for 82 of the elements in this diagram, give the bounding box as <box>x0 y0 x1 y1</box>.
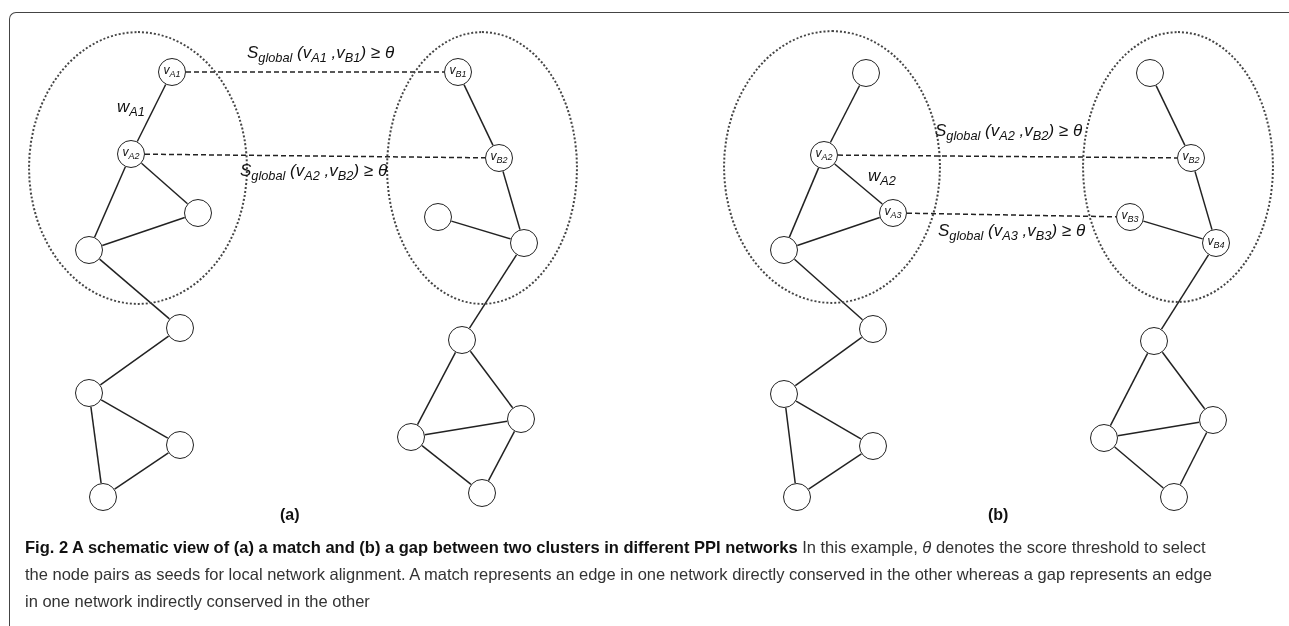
edge-line <box>1160 254 1210 330</box>
vertex-node: v$_{A2}$ <box>810 141 838 169</box>
edge-line <box>1117 421 1200 437</box>
edge-line <box>468 254 518 329</box>
circle-node <box>507 405 535 433</box>
edge-line <box>1113 446 1165 489</box>
circle-node <box>859 432 887 460</box>
circle-node <box>89 483 117 511</box>
edge-label: S$_{global}$ (v$_{A2}$ ,v$_{B2}$) ≥ θ <box>935 122 1083 144</box>
edge-label: w$_{A1}$ <box>117 98 145 120</box>
vertex-node: v$_{B2}$ <box>1177 144 1205 172</box>
edge-line <box>140 162 189 205</box>
dashed-link <box>185 71 445 73</box>
edge-line <box>93 166 127 238</box>
edge-line <box>1161 351 1206 410</box>
vertex-node: v$_{A3}$ <box>879 199 907 227</box>
edge-line <box>793 258 864 321</box>
circle-node <box>75 236 103 264</box>
circle-node <box>1199 406 1227 434</box>
figure-caption: Fig. 2 A schematic view of (a) a match and (b) a gap between two clusters in different PPI networks In this example, θ denotes the score threshold to select the node pairs as seeds for local network alignment. A match represents an edge in one network directly conserved in the other whereas a gap represents an edge in one network indirectly conserved in the other <box>25 537 1213 612</box>
circle-node <box>1090 424 1118 452</box>
edge-label: w$_{A2}$ <box>868 167 896 189</box>
edge-line <box>788 167 820 238</box>
circle-node <box>75 379 103 407</box>
circle-node <box>1140 327 1168 355</box>
edge-line <box>90 406 102 484</box>
dashed-link <box>837 154 1178 159</box>
circle-node <box>510 229 538 257</box>
edge-line <box>807 453 863 490</box>
circle-node <box>166 431 194 459</box>
vertex-node: v$_{A1}$ <box>158 58 186 86</box>
edge-line <box>1109 352 1149 427</box>
edge-line <box>99 335 170 386</box>
edge-line <box>421 444 472 486</box>
edge-line <box>502 170 521 231</box>
panel-label: (a) <box>280 506 300 524</box>
edge-line <box>1142 220 1204 240</box>
vertex-node: v$_{B4}$ <box>1202 229 1230 257</box>
panel-label: (b) <box>988 506 1009 524</box>
edge-line <box>833 163 884 205</box>
edge-line <box>795 400 862 440</box>
edge-line <box>113 452 170 490</box>
dashed-link <box>906 212 1117 218</box>
edge-label: S$_{global}$ (v$_{A1}$ ,v$_{B1}$) ≥ θ <box>247 44 395 66</box>
circle-node <box>468 479 496 507</box>
edge-line <box>469 350 514 409</box>
edge-line <box>450 220 512 240</box>
circle-node <box>424 203 452 231</box>
edge-line <box>98 258 171 320</box>
edge-line <box>794 336 863 387</box>
edge-label: S$_{global}$ (v$_{A3}$ ,v$_{B3}$) ≥ θ <box>938 222 1086 244</box>
edge-line <box>796 216 881 247</box>
dashed-link <box>144 153 486 159</box>
circle-node <box>852 59 880 87</box>
edge-line <box>487 430 516 482</box>
edge-line <box>416 351 457 426</box>
circle-node <box>184 199 212 227</box>
circle-node <box>1136 59 1164 87</box>
vertex-node: v$_{B1}$ <box>444 58 472 86</box>
edge-line <box>1155 84 1186 147</box>
cluster-ellipse <box>386 31 578 305</box>
circle-node <box>770 380 798 408</box>
edge-line <box>424 420 508 436</box>
circle-node <box>448 326 476 354</box>
vertex-node: v$_{B3}$ <box>1116 203 1144 231</box>
edge-line <box>1179 431 1208 486</box>
circle-node <box>859 315 887 343</box>
edge-line <box>1194 170 1213 231</box>
edge-line <box>100 399 169 439</box>
edge-line <box>101 216 186 247</box>
edge-line <box>785 407 796 484</box>
circle-node <box>397 423 425 451</box>
edge-line <box>136 83 167 143</box>
vertex-node: v$_{B2}$ <box>485 144 513 172</box>
circle-node <box>166 314 194 342</box>
edge-label: S$_{global}$ (v$_{A2}$ ,v$_{B2}$) ≥ θ <box>240 162 388 184</box>
circle-node <box>1160 483 1188 511</box>
edge-line <box>463 83 494 147</box>
circle-node <box>770 236 798 264</box>
circle-node <box>783 483 811 511</box>
edge-line <box>829 84 861 144</box>
vertex-node: v$_{A2}$ <box>117 140 145 168</box>
